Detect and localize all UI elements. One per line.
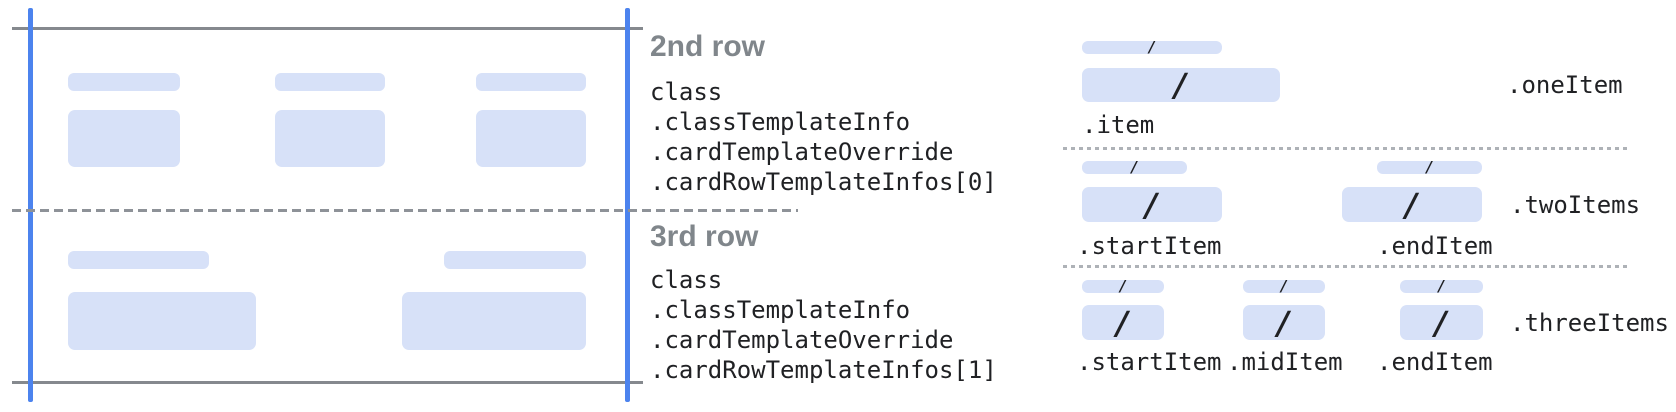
row2-class-path: class .classTemplateInfo .cardTemplateOv… bbox=[650, 77, 997, 197]
card-left-margin-line bbox=[28, 8, 33, 402]
row3-end-label-block bbox=[444, 251, 586, 269]
two-items-end-label-block: / bbox=[1377, 158, 1482, 176]
slash-placeholder-icon: / bbox=[1424, 158, 1435, 176]
one-item-field-label: .item bbox=[1082, 111, 1155, 139]
row2-path-line-4: .cardRowTemplateInfos[0] bbox=[650, 168, 997, 196]
card-right-margin-line bbox=[625, 8, 630, 402]
three-items-mid-field-label: .midItem bbox=[1227, 348, 1343, 376]
row3-path-line-4: .cardRowTemplateInfos[1] bbox=[650, 356, 997, 384]
one-two-items-separator bbox=[1063, 147, 1627, 150]
row2-path-line-2: .classTemplateInfo bbox=[650, 108, 911, 136]
two-items-start-field-label: .startItem bbox=[1077, 232, 1222, 260]
slash-placeholder-icon: / bbox=[1171, 66, 1191, 104]
row2-col3-value-block bbox=[476, 110, 586, 167]
card-top-edge-line bbox=[12, 27, 643, 30]
three-items-end-label-block: / bbox=[1400, 277, 1483, 295]
row2-col1-label-block bbox=[68, 73, 180, 91]
row2-path-line-3: .cardTemplateOverride bbox=[650, 138, 954, 166]
card-bottom-edge-line bbox=[12, 381, 643, 384]
slash-placeholder-icon: / bbox=[1129, 158, 1140, 176]
two-items-start-label-block: / bbox=[1082, 158, 1187, 176]
slash-placeholder-icon: / bbox=[1147, 38, 1157, 56]
row3-start-value-block bbox=[68, 292, 256, 350]
row2-col2-label-block bbox=[275, 73, 385, 91]
slash-placeholder-icon: / bbox=[1279, 277, 1289, 295]
row2-heading: 2nd row bbox=[650, 30, 766, 63]
three-items-mid-label-block: / bbox=[1243, 277, 1325, 295]
row3-end-value-block bbox=[402, 292, 586, 350]
three-items-start-value-block: / bbox=[1082, 305, 1164, 340]
three-items-section-label: .threeItems bbox=[1510, 309, 1669, 337]
row3-start-label-block bbox=[68, 251, 209, 269]
slash-placeholder-icon: / bbox=[1274, 303, 1294, 342]
slash-placeholder-icon: / bbox=[1113, 303, 1133, 342]
row2-path-line-1: class bbox=[650, 78, 723, 106]
three-items-start-field-label: .startItem bbox=[1077, 348, 1222, 376]
three-items-end-value-block: / bbox=[1400, 305, 1483, 340]
row-divider-dashed-line bbox=[12, 209, 798, 212]
two-items-end-value-block: / bbox=[1342, 187, 1482, 222]
slash-placeholder-icon: / bbox=[1402, 185, 1422, 224]
slash-placeholder-icon: / bbox=[1142, 185, 1162, 224]
row3-class-path: class .classTemplateInfo .cardTemplateOv… bbox=[650, 265, 997, 385]
row2-col2-value-block bbox=[275, 110, 385, 167]
three-items-end-field-label: .endItem bbox=[1377, 348, 1493, 376]
two-items-end-field-label: .endItem bbox=[1377, 232, 1493, 260]
one-item-label-block: / bbox=[1082, 38, 1222, 56]
two-three-items-separator bbox=[1063, 265, 1627, 268]
three-items-start-label-block: / bbox=[1082, 277, 1164, 295]
row2-col1-value-block bbox=[68, 110, 180, 167]
row3-path-line-3: .cardTemplateOverride bbox=[650, 326, 954, 354]
three-items-mid-value-block: / bbox=[1243, 305, 1325, 340]
one-item-section-label: .oneItem bbox=[1507, 71, 1623, 99]
two-items-start-value-block: / bbox=[1082, 187, 1222, 222]
row3-path-line-1: class bbox=[650, 266, 723, 294]
row3-heading: 3rd row bbox=[650, 220, 759, 253]
slash-placeholder-icon: / bbox=[1118, 277, 1128, 295]
two-items-section-label: .twoItems bbox=[1510, 191, 1641, 219]
row2-col3-label-block bbox=[476, 73, 586, 91]
slash-placeholder-icon: / bbox=[1431, 303, 1452, 342]
slash-placeholder-icon: / bbox=[1436, 277, 1447, 295]
one-item-value-block: / bbox=[1082, 68, 1280, 102]
row3-path-line-2: .classTemplateInfo bbox=[650, 296, 911, 324]
